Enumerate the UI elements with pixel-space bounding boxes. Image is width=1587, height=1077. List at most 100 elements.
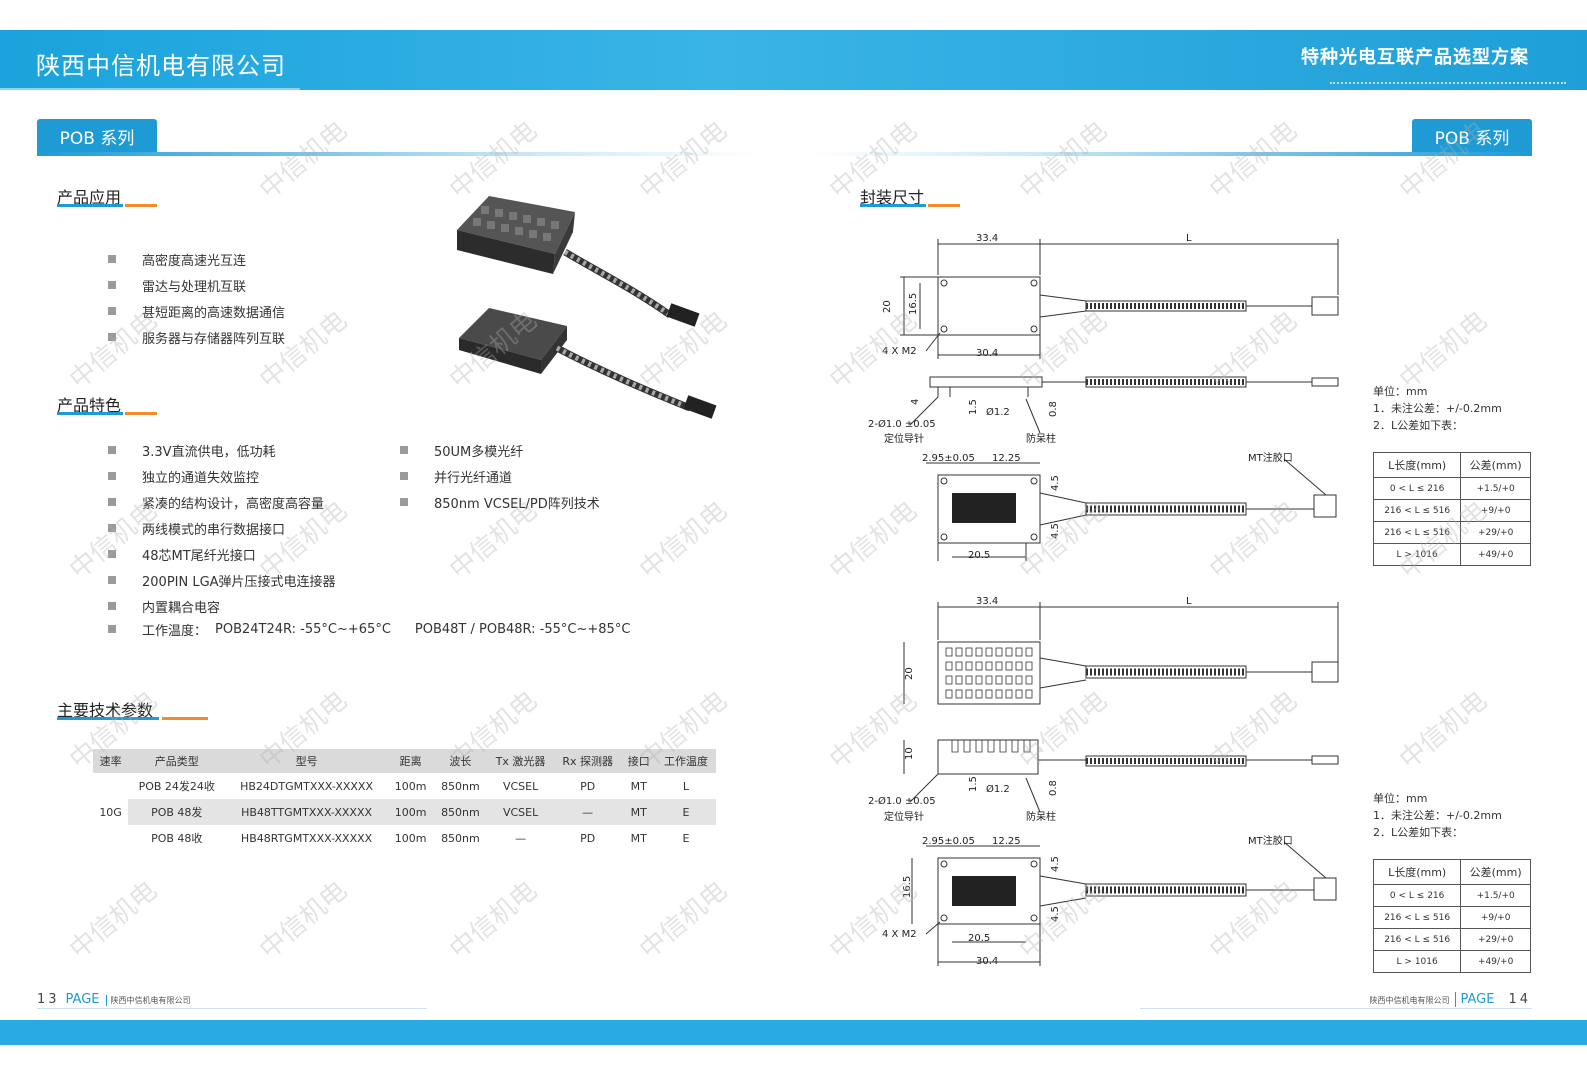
section-underline-blue bbox=[57, 412, 123, 415]
unit-note-2: 单位：mm 1．未注公差：+/-0.2mm 2．L公差如下表： bbox=[1373, 790, 1502, 841]
header-band bbox=[0, 30, 1587, 90]
temp-b: POB48T / POB48R: -55°C~+85°C bbox=[414, 621, 631, 637]
dim-dia-2: Ø1.2 bbox=[986, 783, 1010, 795]
solution-title: 特种光电互联产品选型方案 bbox=[1301, 47, 1529, 68]
dim-h10-2: 10 bbox=[904, 747, 915, 760]
tolerance-cell: +29/+0 bbox=[1460, 521, 1531, 544]
label-post-cn-1: 防呆柱 bbox=[1026, 432, 1056, 445]
bullet-text: 并行光纤通道 bbox=[434, 470, 513, 486]
bullet-text: 3.3V直流供电，低功耗 bbox=[142, 444, 276, 460]
bullet-item: 850nm VCSEL/PD阵列技术 bbox=[400, 489, 600, 515]
bullet-text: 紧凑的结构设计，高密度高容量 bbox=[142, 496, 325, 512]
footer-rule-right bbox=[1140, 1008, 1532, 1009]
section-underline-orange bbox=[928, 204, 960, 207]
dim-w295-1: 2.95±0.05 bbox=[922, 453, 975, 464]
tolerance-cell: +1.5/+0 bbox=[1460, 477, 1531, 500]
watermark: 中信机电 bbox=[634, 875, 734, 966]
param-cell: POB 24发24收 bbox=[138, 780, 215, 793]
dim-screws-2: 4 X M2 bbox=[882, 929, 917, 940]
bullet-square bbox=[108, 281, 116, 289]
dim-top-width-1: 33.4 bbox=[976, 233, 998, 244]
dim-w2-2: 30.4 bbox=[976, 956, 998, 967]
left-footer: 13 PAGE 陕西中信机电有限公司 bbox=[37, 992, 191, 1007]
param-header-cell: 产品类型 bbox=[128, 749, 226, 773]
series-badge-left: POB 系列 bbox=[37, 119, 157, 154]
bullet-square bbox=[108, 307, 116, 315]
tolerance-header-cell: L长度(mm) bbox=[1372, 859, 1462, 885]
unit-label: 单位：mm bbox=[1373, 385, 1428, 398]
bullet-square bbox=[400, 472, 408, 480]
tolerance-row: 216 < L ≤ 516+9/+0 bbox=[1372, 906, 1531, 929]
bullet-text: 850nm VCSEL/PD阵列技术 bbox=[434, 496, 600, 512]
label-mt-1: MT注胶口 bbox=[1248, 451, 1293, 464]
label-mt-2: MT注胶口 bbox=[1248, 834, 1293, 847]
product-photo bbox=[457, 196, 717, 419]
param-header-cell: 波长 bbox=[433, 749, 488, 773]
param-cell: 850nm bbox=[441, 779, 480, 793]
dim-w295-2: 2.95±0.05 bbox=[922, 836, 975, 847]
param-cell: 100m bbox=[394, 831, 427, 845]
param-cell: PD bbox=[580, 779, 596, 793]
dim-w205-1: 20.5 bbox=[968, 550, 990, 561]
dim-length-1: L bbox=[1186, 233, 1192, 244]
bullet-text: 服务器与存储器阵列互联 bbox=[142, 331, 286, 347]
param-cell: 100m bbox=[387, 799, 434, 825]
param-cell: MT bbox=[630, 831, 647, 845]
bullet-item: 服务器与存储器阵列互联 bbox=[108, 324, 285, 350]
tolerance-row: L > 1016+49/+0 bbox=[1372, 543, 1531, 566]
company-name: 陕西中信机电有限公司 bbox=[36, 52, 286, 80]
feature-list-col1: 3.3V直流供电，低功耗独立的通道失效监控紧凑的结构设计，高密度高容量两线模式的… bbox=[108, 437, 336, 619]
watermark: 中信机电 bbox=[1394, 305, 1494, 396]
page-word-left: PAGE bbox=[65, 992, 100, 1007]
series-rule-left bbox=[37, 152, 757, 156]
bullet-item: 48芯MT尾纤光接口 bbox=[108, 541, 336, 567]
param-header-cell: 接口 bbox=[621, 749, 656, 773]
tolerance-cell: +9/+0 bbox=[1460, 906, 1531, 929]
unit-note-1: 单位：mm 1．未注公差：+/-0.2mm 2．L公差如下表： bbox=[1373, 383, 1502, 434]
dim-top-width-2: 33.4 bbox=[976, 596, 998, 607]
param-cell: HB48TTGMTXXX-XXXXX bbox=[225, 799, 388, 825]
dim-d15-2: 1.5 bbox=[968, 776, 979, 792]
dim-pin-1: 2-Ø1.0 ±0.05 bbox=[868, 418, 936, 430]
watermark: 中信机电 bbox=[1204, 115, 1304, 206]
package-drawing-1: 33.4 L 20 16.5 4 X M2 30.4 4 1.5 Ø1.2 0.… bbox=[868, 233, 1339, 561]
section-underline-orange bbox=[125, 412, 157, 415]
bullet-item: 紧凑的结构设计，高密度高容量 bbox=[108, 489, 336, 515]
bullet-text: 雷达与处理机互联 bbox=[142, 279, 247, 295]
tolerance-header: L长度(mm)公差(mm) bbox=[1372, 452, 1531, 478]
feature-list-col2: 50UM多模光纤并行光纤通道 850nm VCSEL/PD阵列技术 bbox=[400, 437, 600, 515]
watermark: 中信机电 bbox=[634, 495, 734, 586]
param-header-cell: 距离 bbox=[387, 749, 434, 773]
dim-w1225-2: 12.25 bbox=[992, 836, 1021, 847]
param-cell: L bbox=[682, 779, 690, 793]
dim-d45a-2: 4.5 bbox=[1050, 856, 1061, 872]
bullet-item: 50UM多模光纤 bbox=[400, 437, 600, 463]
bullet-item: 甚短距离的高速数据通信 bbox=[108, 298, 285, 324]
section-underline-blue bbox=[860, 204, 926, 207]
tolerance-cell: +1.5/+0 bbox=[1460, 884, 1531, 907]
series-rule-right bbox=[812, 152, 1532, 156]
section-underline-orange bbox=[125, 204, 157, 207]
param-header-cell: Rx 探测器 bbox=[553, 749, 622, 773]
bullet-square bbox=[108, 625, 116, 633]
dim-d45b-1: 4.5 bbox=[1050, 523, 1061, 539]
dim-dia-1: Ø1.2 bbox=[986, 406, 1010, 418]
param-cell: VCSEL bbox=[487, 799, 554, 825]
tolerance-row: 216 < L ≤ 516+29/+0 bbox=[1372, 521, 1531, 544]
param-cell: — bbox=[515, 831, 527, 845]
section-underline-blue bbox=[57, 204, 123, 207]
series-badge-right: POB 系列 bbox=[1412, 119, 1532, 154]
dim-length-2: L bbox=[1186, 596, 1192, 607]
param-cell: 850nm bbox=[441, 831, 480, 845]
bullet-item: 200PIN LGA弹片压接式电连接器 bbox=[108, 567, 336, 593]
tolerance-cell: L > 1016 bbox=[1372, 950, 1462, 973]
temp-a: POB24T24R: -55°C~+65°C bbox=[215, 621, 391, 637]
footer-company-left: 陕西中信机电有限公司 bbox=[105, 995, 191, 1006]
tolerance-row: 216 < L ≤ 516+29/+0 bbox=[1372, 928, 1531, 951]
param-cell: PD bbox=[580, 831, 596, 845]
dim-d4-1: 4 bbox=[910, 399, 921, 405]
tolerance-cell: +9/+0 bbox=[1460, 499, 1531, 522]
param-cell: POB 48发 bbox=[128, 799, 226, 825]
